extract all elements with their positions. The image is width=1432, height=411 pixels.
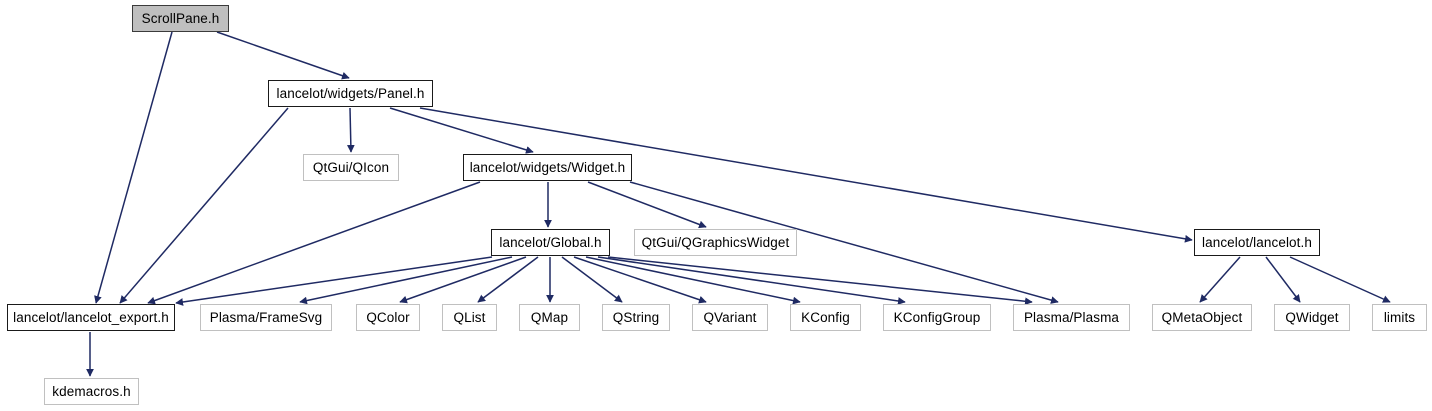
- edge-lancelot-to-qmetaobject: [1199, 256, 1241, 303]
- graph-node-limits[interactable]: limits: [1372, 304, 1427, 331]
- edge-lancelot-to-qwidget: [1265, 256, 1301, 303]
- graph-node-kdemacros[interactable]: kdemacros.h: [44, 378, 139, 405]
- edge-widget-to-qgraphicswidget: [587, 181, 707, 229]
- graph-node-global[interactable]: lancelot/Global.h: [491, 229, 610, 256]
- graph-node-framesvg[interactable]: Plasma/FrameSvg: [200, 304, 332, 331]
- graph-node-qstring[interactable]: QString: [602, 304, 670, 331]
- edge-global-to-kconfig: [585, 256, 801, 305]
- edge-lancelot-to-limits: [1289, 256, 1391, 303]
- edge-scrollpane-to-panel: [216, 31, 350, 80]
- edge-global-to-kconfiggroup: [597, 256, 906, 305]
- graph-node-kconfig[interactable]: KConfig: [790, 304, 861, 331]
- edge-global-to-export: [175, 256, 493, 306]
- graph-node-qvariant[interactable]: QVariant: [692, 304, 768, 331]
- graph-node-export[interactable]: lancelot/lancelot_export.h: [7, 304, 175, 331]
- graph-node-kconfiggroup[interactable]: KConfigGroup: [883, 304, 991, 331]
- graph-node-qcolor[interactable]: QColor: [356, 304, 420, 331]
- edge-panel-to-export: [119, 107, 289, 304]
- graph-node-qlist[interactable]: QList: [442, 304, 497, 331]
- graph-node-qicon[interactable]: QtGui/QIcon: [303, 154, 399, 181]
- edge-global-to-plasma: [607, 256, 1033, 306]
- edge-global-to-qstring: [561, 256, 623, 303]
- graph-node-qgraphicswidget[interactable]: QtGui/QGraphicsWidget: [634, 229, 797, 256]
- graph-node-qmetaobject[interactable]: QMetaObject: [1152, 304, 1252, 331]
- edge-global-to-framesvg: [299, 256, 513, 305]
- edge-panel-to-qicon: [346, 107, 355, 153]
- edge-widget-to-export: [147, 181, 481, 305]
- edge-global-to-qcolor: [399, 256, 527, 304]
- edge-scrollpane-to-export: [94, 31, 173, 304]
- graph-node-qmap[interactable]: QMap: [519, 304, 580, 331]
- graph-node-widget[interactable]: lancelot/widgets/Widget.h: [463, 154, 632, 181]
- edge-panel-to-widget: [389, 107, 534, 154]
- graph-node-lancelot[interactable]: lancelot/lancelot.h: [1194, 229, 1320, 256]
- edge-global-to-qvariant: [573, 256, 707, 304]
- graph-node-plasma[interactable]: Plasma/Plasma: [1013, 304, 1130, 331]
- edge-global-to-qlist: [477, 256, 539, 303]
- graph-node-qwidget[interactable]: QWidget: [1274, 304, 1350, 331]
- graph-node-panel[interactable]: lancelot/widgets/Panel.h: [268, 80, 433, 107]
- graph-node-scrollpane: ScrollPane.h: [132, 5, 229, 32]
